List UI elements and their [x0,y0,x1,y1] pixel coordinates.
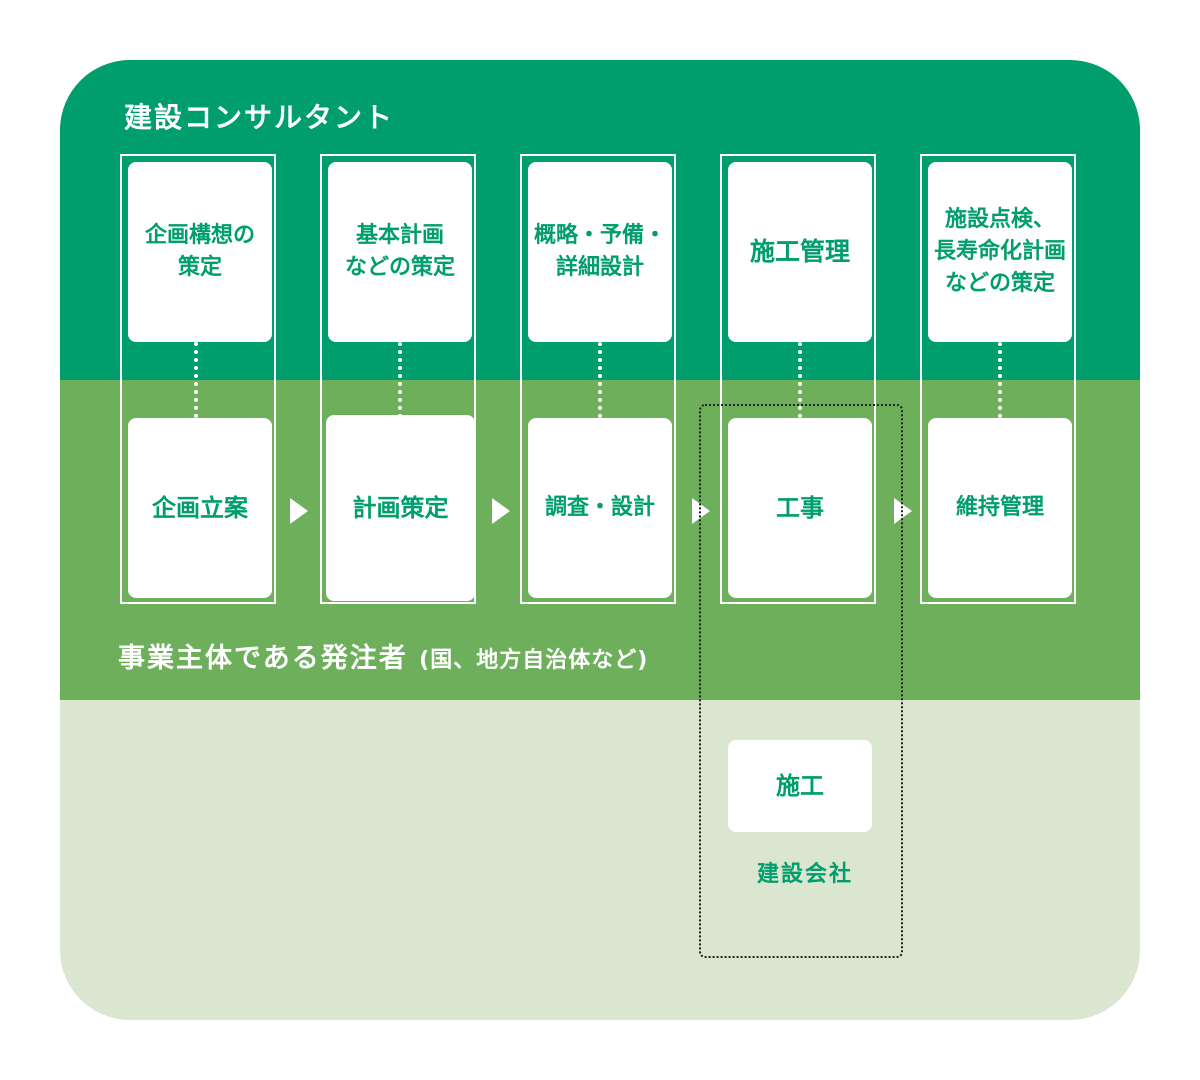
client-task-card: 工事 [728,418,872,598]
stage-column-frame [920,154,1076,604]
consultant-task-text: 基本計画 などの策定 [344,223,455,280]
stage-column-frame [720,154,876,604]
client-band-sub-label: (国、地方自治体など) [419,648,649,673]
client-task-text: 調査・設計 [544,495,655,521]
stage-column-frame [320,154,476,604]
contractor-band [60,700,1140,1020]
flow-arrow-icon [290,498,308,524]
client-band-label: 事業主体である発注者 (国、地方自治体など) [118,636,648,675]
consultant-task-card: 概略・予備・ 詳細設計 [528,162,672,342]
client-task-text: 維持管理 [955,495,1044,521]
consultant-task-card: 施設点検、 長寿命化計画 などの策定 [928,162,1072,342]
client-task-card: 調査・設計 [528,418,672,598]
flow-arrow-icon [894,498,912,524]
dotted-connector [194,342,198,418]
flow-arrow-icon [692,498,710,524]
client-task-text: 計画策定 [352,493,449,522]
consultant-task-text: 施設点検、 長寿命化計画 などの策定 [933,207,1066,296]
consultant-task-card: 企画構想の 策定 [128,162,272,342]
consultant-band-label: 建設コンサルタント [124,101,395,134]
construction-region-outline [699,404,903,958]
contractor-band-label: 建設会社 [756,862,853,887]
contractor-task-text: 施工 [776,771,824,800]
consultant-task-card: 施工管理 [728,162,872,342]
contractor-task-card: 施工 [728,740,872,832]
stage-column-frame [520,154,676,604]
client-task-card: 計画策定 [326,415,475,601]
consultant-task-text: 企画構想の 策定 [144,223,255,280]
dotted-connector [998,342,1002,418]
consultant-task-card: 基本計画 などの策定 [328,162,472,342]
flow-arrow-icon [492,498,510,524]
consultant-task-text: 施工管理 [749,236,850,266]
dotted-connector [398,342,402,418]
stage-column-frame [120,154,276,604]
client-band-main-label: 事業主体である発注者 [118,643,408,674]
client-task-card: 企画立案 [128,418,272,598]
dotted-connector [798,342,802,418]
consultant-task-text: 概略・予備・ 詳細設計 [533,223,666,280]
client-task-text: 企画立案 [152,493,248,522]
dotted-connector [598,342,602,418]
client-task-card: 維持管理 [928,418,1072,598]
client-task-text: 工事 [776,493,824,522]
